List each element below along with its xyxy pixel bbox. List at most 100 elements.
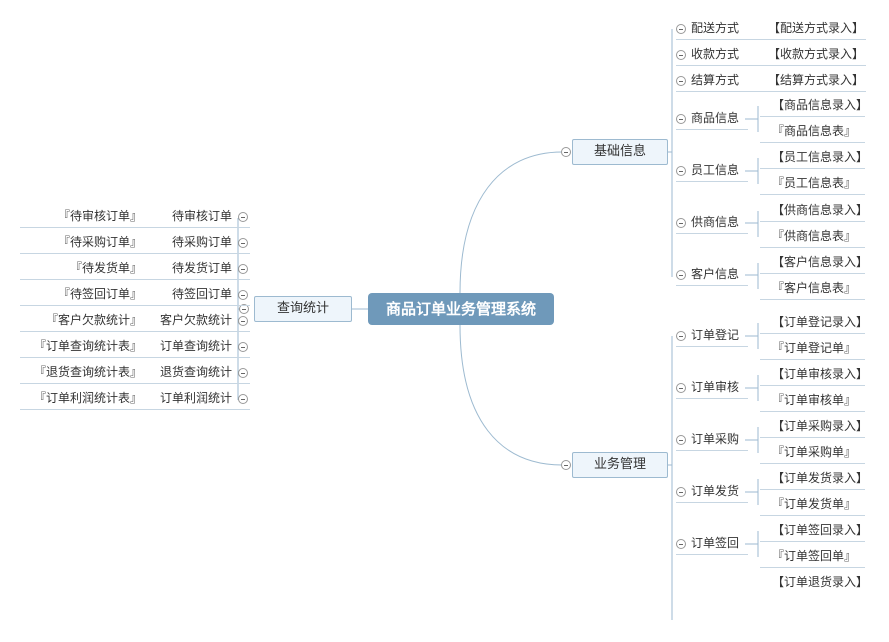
business-item-toggle-icon[interactable] bbox=[676, 331, 686, 341]
query-item-link[interactable]: 『待签回订单』 bbox=[57, 287, 142, 301]
business-item-link[interactable]: 【订单登记录入】 bbox=[772, 315, 869, 329]
query-item-label[interactable]: 退货查询统计 bbox=[159, 365, 232, 379]
basic-info-item-link[interactable]: 【商品信息录入】 bbox=[772, 98, 869, 112]
query-stats-branch[interactable]: 查询统计 bbox=[254, 296, 352, 322]
query-item-toggle-icon[interactable] bbox=[238, 342, 248, 352]
basic-info-item-toggle-icon[interactable] bbox=[676, 218, 686, 228]
query-item-label[interactable]: 待签回订单 bbox=[171, 287, 232, 301]
business-item-link[interactable]: 【订单审核录入】 bbox=[772, 367, 869, 381]
business-item-label[interactable]: 订单审核 bbox=[691, 380, 740, 394]
basic-info-item-link[interactable]: 『客户信息表』 bbox=[772, 281, 857, 295]
basic-info-item-toggle-icon[interactable] bbox=[676, 24, 686, 34]
node-underline bbox=[676, 346, 748, 347]
node-underline bbox=[760, 411, 865, 412]
node-underline bbox=[760, 273, 865, 274]
basic-info-item-link[interactable]: 【结算方式录入】 bbox=[768, 73, 865, 87]
query-item-label[interactable]: 订单查询统计 bbox=[159, 339, 232, 353]
query-item-label[interactable]: 待发货订单 bbox=[171, 261, 232, 275]
node-underline bbox=[760, 299, 865, 300]
node-underline bbox=[760, 194, 865, 195]
basic-info-item-toggle-icon[interactable] bbox=[676, 166, 686, 176]
business-item-toggle-icon[interactable] bbox=[676, 383, 686, 393]
query-item-toggle-icon[interactable] bbox=[238, 394, 248, 404]
business-item-label[interactable]: 订单发货 bbox=[691, 484, 740, 498]
business-item-link[interactable]: 【订单签回录入】 bbox=[772, 523, 869, 537]
node-underline bbox=[20, 383, 250, 384]
root-node[interactable]: 商品订单业务管理系统 bbox=[368, 293, 554, 325]
node-underline bbox=[676, 65, 866, 66]
basic-info-item-toggle-icon[interactable] bbox=[676, 270, 686, 280]
node-underline bbox=[760, 333, 865, 334]
basic-info-item-link[interactable]: 【员工信息录入】 bbox=[772, 150, 869, 164]
basic-info-item-label[interactable]: 员工信息 bbox=[691, 163, 740, 177]
business-mgmt-branch[interactable]: 业务管理 bbox=[572, 452, 668, 478]
basic-info-item-toggle-icon[interactable] bbox=[676, 114, 686, 124]
node-underline bbox=[760, 247, 865, 248]
business-item-label[interactable]: 订单登记 bbox=[691, 328, 740, 342]
basic-info-branch[interactable]: 基础信息 bbox=[572, 139, 668, 165]
business-item-link[interactable]: 『订单登记单』 bbox=[772, 341, 857, 355]
business-item-toggle-icon[interactable] bbox=[676, 487, 686, 497]
query-item-link[interactable]: 『退货查询统计表』 bbox=[33, 365, 142, 379]
node-underline bbox=[760, 541, 865, 542]
query-item-toggle-icon[interactable] bbox=[238, 238, 248, 248]
query-item-label[interactable]: 待采购订单 bbox=[171, 235, 232, 249]
business-item-toggle-icon[interactable] bbox=[676, 539, 686, 549]
node-underline bbox=[760, 437, 865, 438]
query-item-toggle-icon[interactable] bbox=[238, 316, 248, 326]
business-item-label[interactable]: 订单采购 bbox=[691, 432, 740, 446]
query-item-link[interactable]: 『待采购订单』 bbox=[57, 235, 142, 249]
query-item-link[interactable]: 『订单利润统计表』 bbox=[33, 391, 142, 405]
query-item-link[interactable]: 『待发货单』 bbox=[69, 261, 142, 275]
query-item-link[interactable]: 『订单查询统计表』 bbox=[33, 339, 142, 353]
basic-info-item-label[interactable]: 商品信息 bbox=[691, 111, 740, 125]
basic-info-item-link[interactable]: 【收款方式录入】 bbox=[768, 47, 865, 61]
basic-info-item-link[interactable]: 【客户信息录入】 bbox=[772, 255, 869, 269]
business-item-label[interactable]: 订单签回 bbox=[691, 536, 740, 550]
node-underline bbox=[676, 398, 748, 399]
query-stats-toggle-icon[interactable] bbox=[239, 304, 249, 314]
business-item-link[interactable]: 『订单发货单』 bbox=[772, 497, 857, 511]
node-underline bbox=[760, 463, 865, 464]
query-item-link[interactable]: 『待审核订单』 bbox=[57, 209, 142, 223]
node-underline bbox=[20, 357, 250, 358]
node-underline bbox=[676, 233, 748, 234]
query-item-toggle-icon[interactable] bbox=[238, 368, 248, 378]
node-underline bbox=[676, 554, 748, 555]
node-underline bbox=[676, 39, 866, 40]
business-item-toggle-icon[interactable] bbox=[676, 435, 686, 445]
node-underline bbox=[760, 116, 865, 117]
business-item-link[interactable]: 『订单采购单』 bbox=[772, 445, 857, 459]
business-item-link[interactable]: 【订单采购录入】 bbox=[772, 419, 869, 433]
node-underline bbox=[676, 285, 748, 286]
node-underline bbox=[676, 450, 748, 451]
query-item-label[interactable]: 订单利润统计 bbox=[159, 391, 232, 405]
basic-info-item-link[interactable]: 『员工信息表』 bbox=[772, 176, 857, 190]
query-item-toggle-icon[interactable] bbox=[238, 264, 248, 274]
business-item-link[interactable]: 『订单签回单』 bbox=[772, 549, 857, 563]
business-item-link[interactable]: 【订单退货录入】 bbox=[772, 575, 869, 589]
query-item-link[interactable]: 『客户欠款统计』 bbox=[45, 313, 142, 327]
basic-info-toggle-icon[interactable] bbox=[561, 147, 571, 157]
basic-info-item-link[interactable]: 【供商信息录入】 bbox=[772, 203, 869, 217]
basic-info-item-link[interactable]: 『商品信息表』 bbox=[772, 124, 857, 138]
business-mgmt-toggle-icon[interactable] bbox=[561, 460, 571, 470]
basic-info-item-toggle-icon[interactable] bbox=[676, 76, 686, 86]
basic-info-item-label[interactable]: 结算方式 bbox=[691, 73, 740, 87]
basic-info-item-label[interactable]: 收款方式 bbox=[691, 47, 740, 61]
node-underline bbox=[760, 168, 865, 169]
node-underline bbox=[676, 129, 748, 130]
query-item-label[interactable]: 待审核订单 bbox=[171, 209, 232, 223]
query-item-toggle-icon[interactable] bbox=[238, 212, 248, 222]
basic-info-item-link[interactable]: 『供商信息表』 bbox=[772, 229, 857, 243]
basic-info-item-label[interactable]: 客户信息 bbox=[691, 267, 740, 281]
basic-info-item-link[interactable]: 【配送方式录入】 bbox=[768, 21, 865, 35]
query-item-label[interactable]: 客户欠款统计 bbox=[159, 313, 232, 327]
business-item-link[interactable]: 『订单审核单』 bbox=[772, 393, 857, 407]
query-item-toggle-icon[interactable] bbox=[238, 290, 248, 300]
business-item-link[interactable]: 【订单发货录入】 bbox=[772, 471, 869, 485]
basic-info-item-label[interactable]: 配送方式 bbox=[691, 21, 740, 35]
basic-info-item-label[interactable]: 供商信息 bbox=[691, 215, 740, 229]
basic-info-item-toggle-icon[interactable] bbox=[676, 50, 686, 60]
